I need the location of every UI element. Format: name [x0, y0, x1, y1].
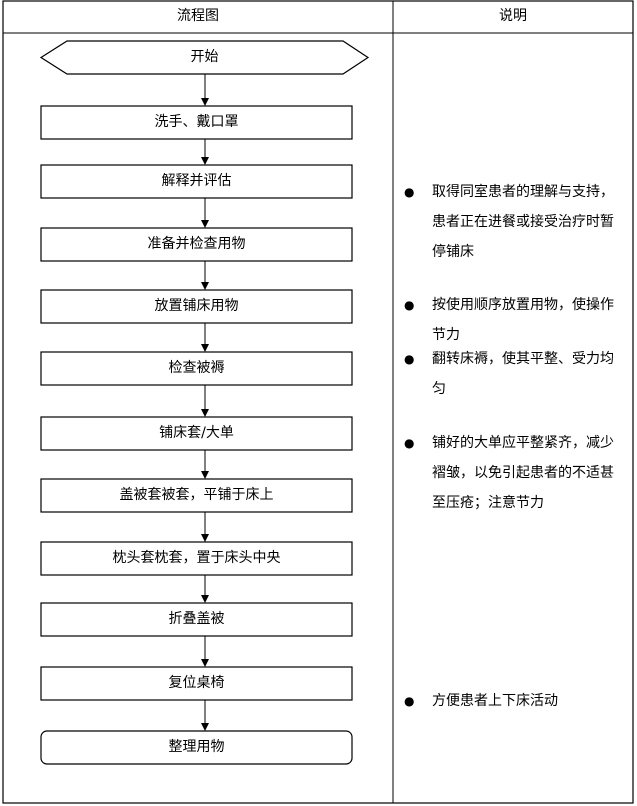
step-box-prepare-check-items [40, 227, 353, 262]
bullet-icon: ● [404, 352, 415, 366]
step-box-cover-quilt [40, 478, 353, 513]
start-terminal-shape [39, 40, 370, 75]
step-box-place-bed-items [40, 289, 353, 324]
note-text: 铺好的大单应平整紧齐，减少褶皱，以免引起患者的不适甚至压疮；注意节力 [432, 435, 614, 511]
bullet-icon: ● [404, 298, 415, 312]
step-box-tidy-items [40, 730, 353, 765]
step-label-fold-quilt: 折叠盖被 [168, 611, 225, 627]
step-label-lay-sheet: 铺床套/大单 [159, 425, 234, 441]
step-box-wash-hands-mask [40, 105, 353, 140]
step-label-prepare-check-items: 准备并检查用物 [147, 236, 246, 252]
step-label-start: 开始 [190, 49, 219, 65]
bullet-icon: ● [404, 694, 415, 708]
notes-column-header: 说明 [499, 8, 527, 24]
bullet-icon: ● [404, 436, 415, 450]
step-label-check-bedding: 检查被褥 [168, 360, 225, 376]
step-label-cover-quilt: 盖被套被套，平铺于床上 [119, 487, 274, 503]
step-label-reset-furniture: 复位桌椅 [168, 675, 225, 691]
step-label-explain-assess: 解释并评估 [161, 173, 232, 189]
step-box-pillowcase [40, 541, 353, 576]
step-box-lay-sheet [40, 416, 353, 451]
step-box-reset-furniture [40, 666, 353, 701]
step-label-place-bed-items: 放置铺床用物 [154, 298, 239, 314]
step-box-check-bedding [40, 351, 353, 386]
note-text: 方便患者上下床活动 [432, 693, 558, 709]
step-box-fold-quilt [40, 602, 353, 637]
step-label-pillowcase: 枕头套枕套，置于床头中央 [112, 550, 281, 566]
note-text: 翻转床褥，使其平整、受力均匀 [432, 351, 614, 397]
note-arrange-items: ● 按使用顺序放置用物，使操作节力 [404, 290, 622, 350]
note-text: 按使用顺序放置用物，使操作节力 [432, 297, 614, 343]
note-consent: ● 取得同室患者的理解与支持，患者正在进餐或接受治疗时暂停铺床 [404, 177, 622, 267]
step-label-wash-hands-mask: 洗手、戴口罩 [154, 114, 239, 130]
step-box-explain-assess [40, 164, 353, 199]
note-patient-access: ● 方便患者上下床活动 [404, 686, 622, 716]
note-flip-mattress: ● 翻转床褥，使其平整、受力均匀 [404, 344, 622, 404]
note-sheet-smooth: ● 铺好的大单应平整紧齐，减少褶皱，以免引起患者的不适甚至压疮；注意节力 [404, 428, 622, 518]
flowchart-column-header: 流程图 [177, 8, 219, 24]
note-text: 取得同室患者的理解与支持，患者正在进餐或接受治疗时暂停铺床 [432, 184, 614, 260]
bullet-icon: ● [404, 185, 415, 199]
step-label-tidy-items: 整理用物 [168, 739, 225, 755]
flowchart-shapes [39, 40, 370, 765]
